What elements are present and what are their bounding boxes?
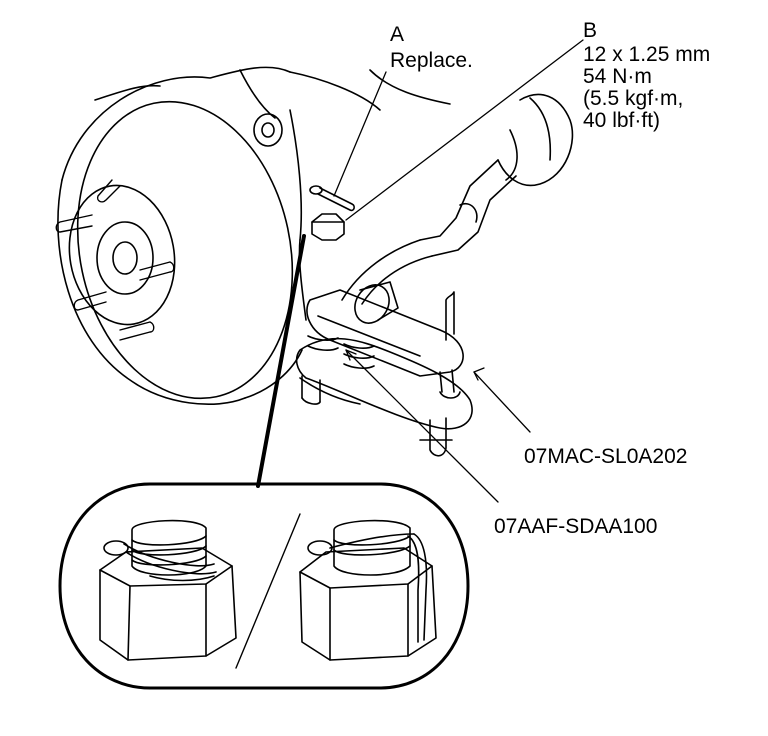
brake-rotor xyxy=(57,66,303,406)
inset-divider xyxy=(235,513,301,669)
callout-b-letter: B xyxy=(583,19,598,42)
leader-b xyxy=(345,39,584,221)
callout-a-text: Replace. xyxy=(390,49,473,72)
steering-knuckle xyxy=(239,69,451,321)
wheel-hub xyxy=(68,184,176,326)
callout-b-spec-line: 54 N·m xyxy=(583,65,652,88)
leader-tool-2 xyxy=(345,349,499,503)
tool-number-2: 07AAF-SDAA100 xyxy=(494,515,658,538)
cotter-pin xyxy=(309,185,355,212)
cotter-pin-detail-right xyxy=(299,519,437,661)
wheel-studs xyxy=(55,179,175,341)
callout-a-letter: A xyxy=(390,23,405,46)
leader-lines xyxy=(333,39,584,503)
callout-b-spec-line: (5.5 kgf·m, xyxy=(583,87,684,110)
callout-b-spec-line: 12 x 1.25 mm xyxy=(583,43,711,66)
leader-tool-1 xyxy=(473,371,531,433)
callout-b-spec-line: 40 lbf·ft) xyxy=(583,109,661,132)
tie-rod xyxy=(341,93,574,305)
castle-nut xyxy=(311,213,345,241)
inset-pointer xyxy=(256,234,306,488)
lower-arm xyxy=(295,335,473,457)
detail-inset xyxy=(58,482,470,690)
cotter-pin-detail-left xyxy=(99,519,237,661)
tool-number-1: 07MAC-SL0A202 xyxy=(524,445,688,468)
ball-joint-remover xyxy=(306,281,464,399)
leader-a xyxy=(333,71,387,197)
